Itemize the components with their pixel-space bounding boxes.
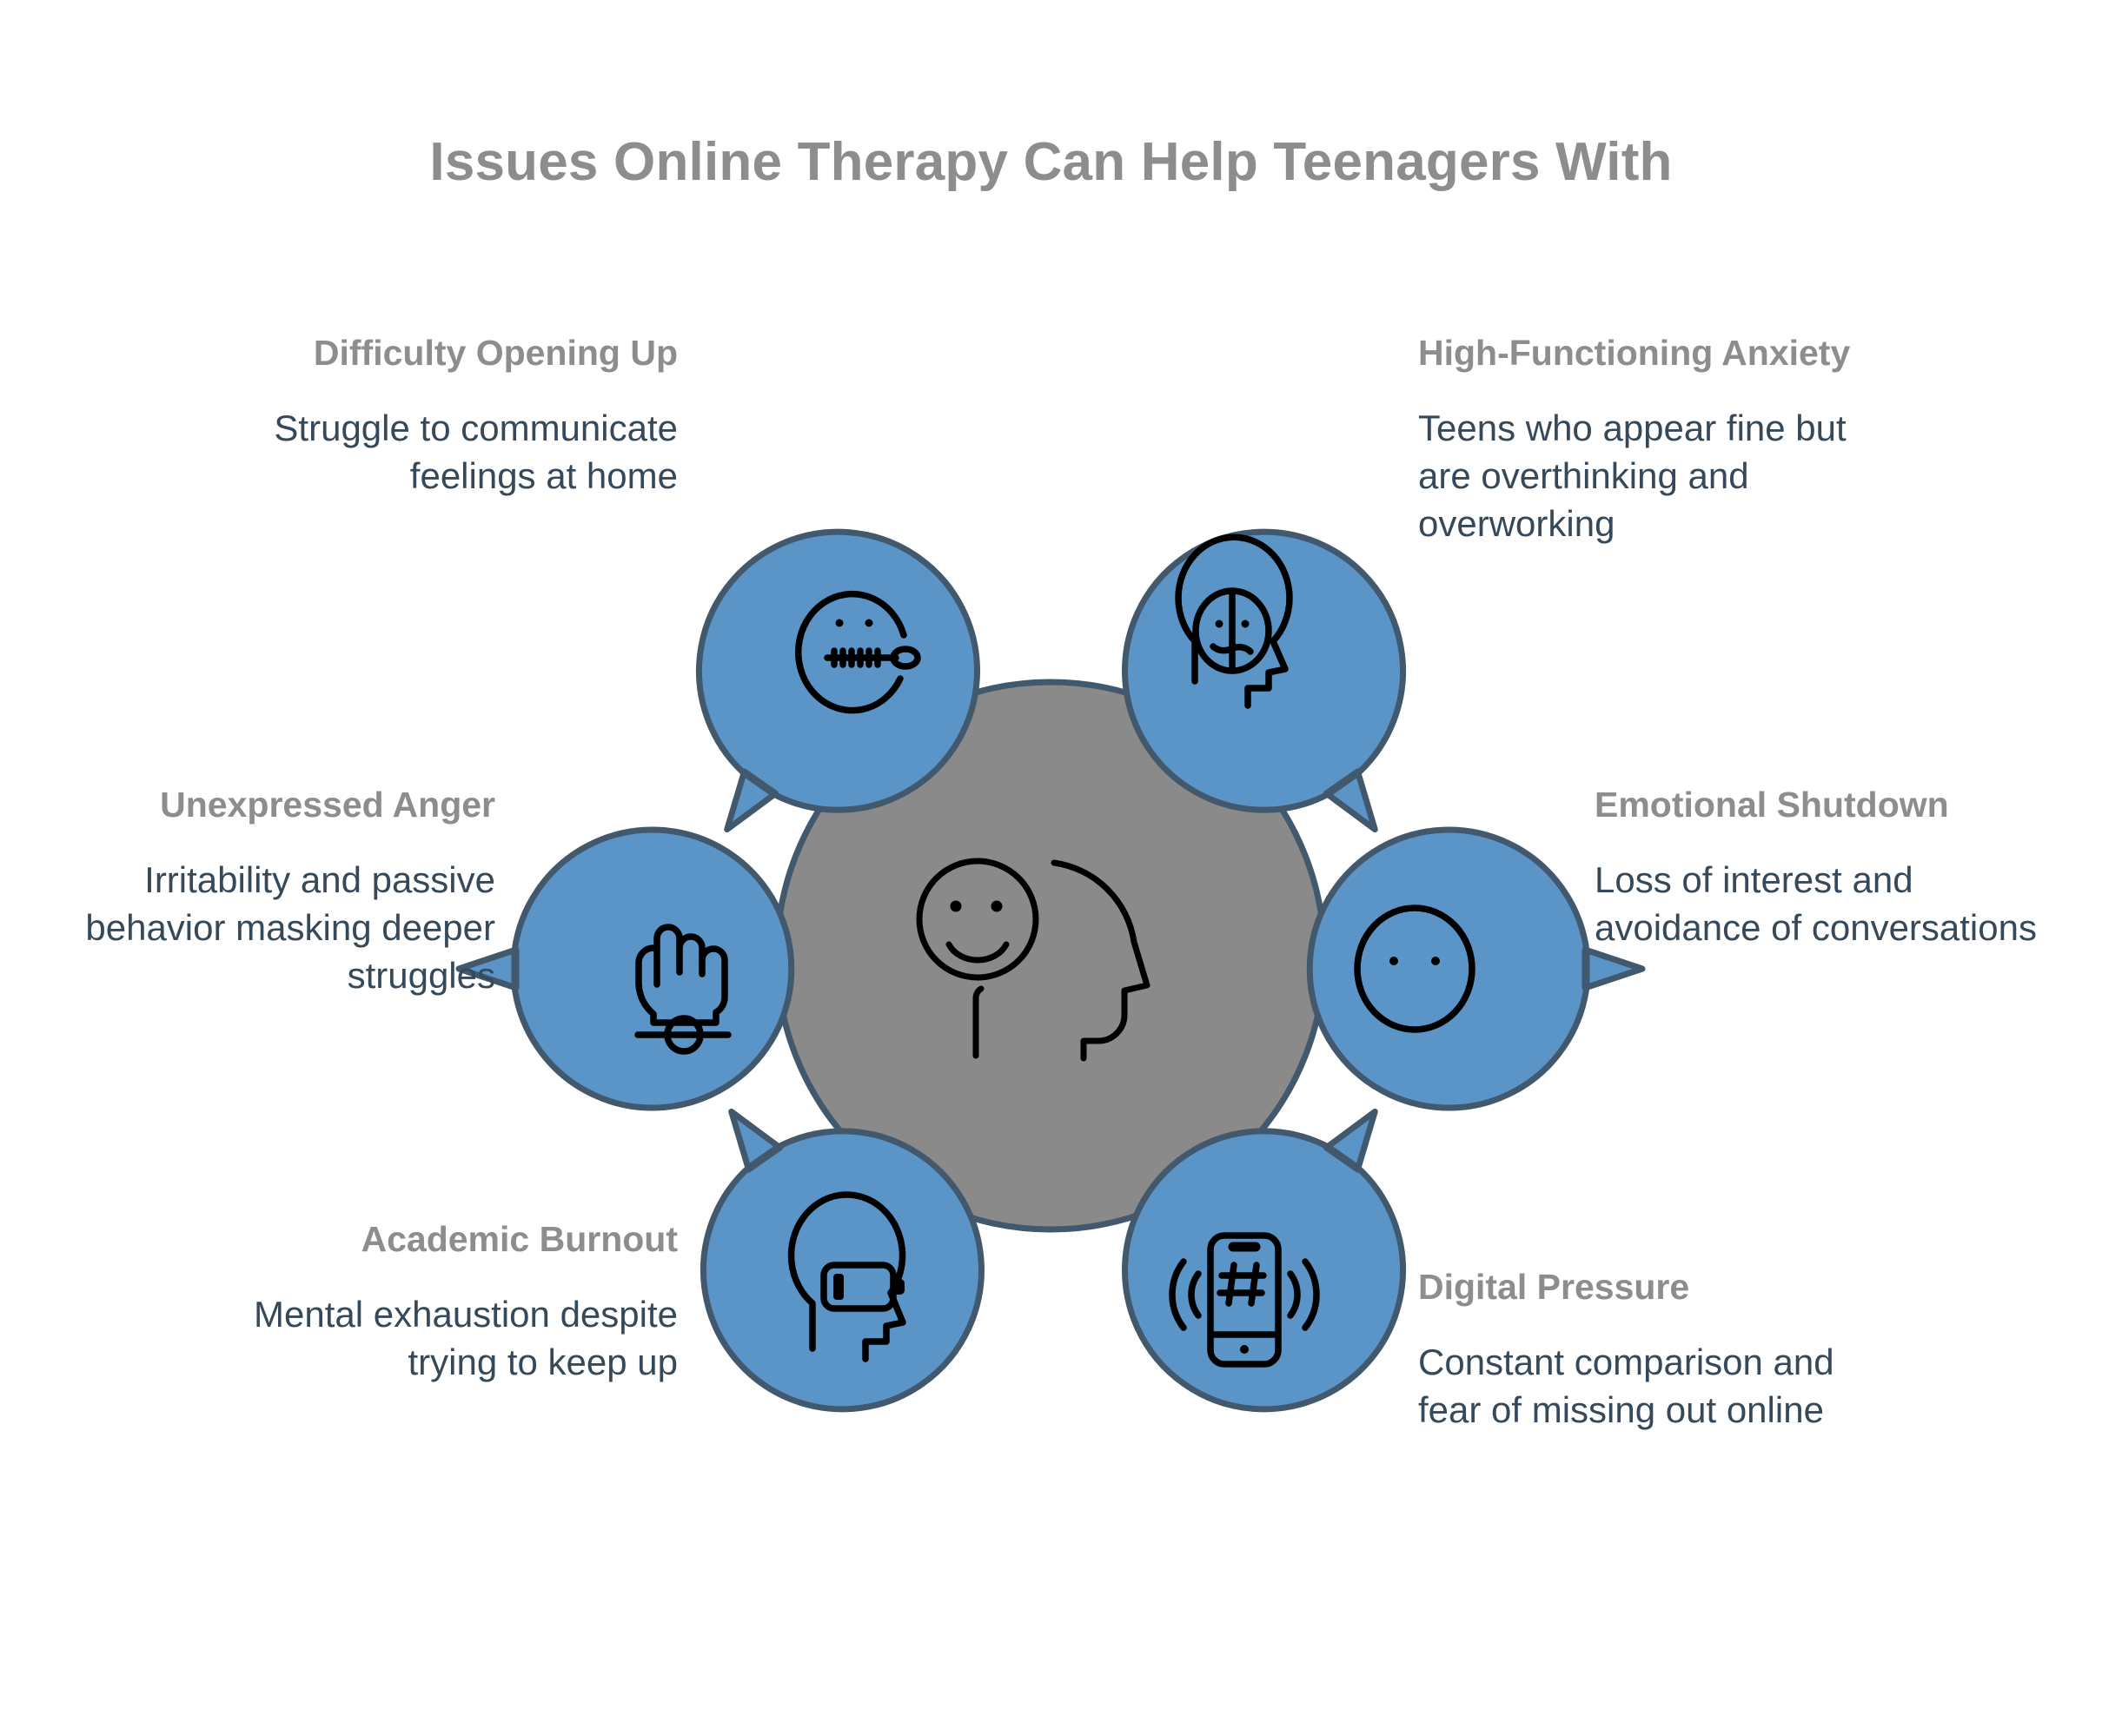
bubble-difficulty-opening-up[interactable]: [613, 477, 1032, 909]
node-heading: Digital Pressure: [1418, 1267, 1690, 1307]
bubble-digital-pressure[interactable]: [1071, 1032, 1489, 1464]
head-with-low-battery-icon: [787, 1191, 906, 1362]
bubble-academic-burnout[interactable]: [618, 1032, 1037, 1464]
bubble-emotional-shutdown[interactable]: [1306, 826, 1646, 1111]
node-label-academic-burnout: Academic Burnout Mental exhaustion despi…: [156, 1216, 678, 1387]
node-label-unexpressed-anger: Unexpressed Anger Irritability and passi…: [26, 782, 495, 999]
clenched-fist-icon: [634, 924, 732, 1055]
head-with-split-happy-sad-face-icon: [1175, 533, 1293, 709]
node-heading: Emotional Shutdown: [1595, 785, 1949, 825]
bubble-shape: [1122, 1108, 1406, 1413]
node-heading: High-Functioning Anxiety: [1418, 333, 1851, 373]
node-heading: Unexpressed Anger: [160, 785, 495, 825]
bubble-shape: [455, 826, 795, 1111]
person-smiley-and-head-profile-icon: [916, 858, 1150, 1062]
bubble-shape: [696, 528, 980, 833]
zipped-mouth-face-icon: [795, 590, 921, 714]
node-description: Struggle to communicate feelings at home: [274, 407, 678, 497]
smartphone-hashtag-vibrating-icon: [1169, 1232, 1320, 1368]
node-description: Teens who appear fine but are overthinki…: [1418, 407, 1847, 544]
node-heading: Difficulty Opening Up: [313, 333, 678, 373]
bubble-shape: [1122, 528, 1406, 833]
node-description: Mental exhaustion despite trying to keep…: [254, 1294, 678, 1383]
bubble-shape: [1306, 826, 1646, 1111]
node-label-difficulty-opening-up: Difficulty Opening Up Struggle to commun…: [156, 330, 678, 500]
node-label-digital-pressure: Digital Pressure Constant comparison and…: [1418, 1264, 1905, 1435]
page-title: Issues Online Therapy Can Help Teenagers…: [429, 132, 1673, 192]
node-label-emotional-shutdown: Emotional Shutdown Loss of interest and …: [1595, 782, 2064, 952]
blank-expressionless-face-icon: [1354, 904, 1475, 1033]
bubble-shape: [700, 1108, 985, 1413]
node-heading: Academic Burnout: [361, 1219, 679, 1259]
node-description: Loss of interest and avoidance of conver…: [1595, 859, 2037, 949]
node-description: Irritability and passive behavior maskin…: [85, 859, 495, 996]
node-label-high-functioning-anxiety: High-Functioning Anxiety Teens who appea…: [1418, 330, 1905, 547]
bubble-unexpressed-anger[interactable]: [455, 826, 795, 1111]
bubble-high-functioning-anxiety[interactable]: [1071, 477, 1489, 909]
node-description: Constant comparison and fear of missing …: [1418, 1342, 1834, 1431]
